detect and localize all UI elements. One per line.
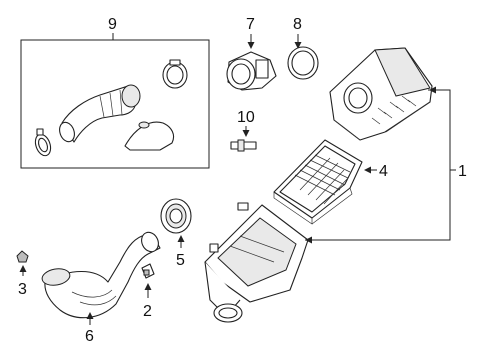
grommet: 3 bbox=[16, 250, 29, 298]
kit-intake-duct bbox=[59, 84, 141, 143]
kit-small-clamp bbox=[34, 128, 52, 157]
callout-1-group: 1 bbox=[305, 86, 467, 244]
callout-10-label: 10 bbox=[237, 109, 255, 126]
callout-3-label: 3 bbox=[18, 281, 27, 298]
callout-2-label: 2 bbox=[143, 303, 152, 320]
callout-7-label: 7 bbox=[246, 16, 255, 33]
callout-9-label: 9 bbox=[108, 16, 117, 33]
temperature-sensor: 10 bbox=[230, 109, 257, 152]
air-filter-element bbox=[273, 139, 363, 225]
callout-6-label: 6 bbox=[85, 328, 94, 345]
retaining-clip: 2 bbox=[141, 263, 155, 320]
hose-clamp: 8 bbox=[287, 16, 319, 80]
callout-1-label: 1 bbox=[458, 163, 467, 180]
callout-9-kit-box bbox=[20, 39, 210, 169]
kit-resonator-cover bbox=[124, 121, 175, 151]
callout-4-group: 4 bbox=[364, 163, 388, 180]
air-cleaner-housing bbox=[204, 202, 309, 323]
kit-clamp-ring bbox=[162, 59, 188, 89]
intake-coupler: 5 bbox=[160, 198, 192, 269]
intake-duct: 6 bbox=[41, 231, 161, 345]
mass-air-flow-sensor: 7 bbox=[226, 16, 277, 91]
callout-8-label: 8 bbox=[293, 16, 302, 33]
callout-5-label: 5 bbox=[176, 252, 185, 269]
callout-4-label: 4 bbox=[379, 163, 388, 180]
air-cleaner-cover bbox=[329, 47, 433, 141]
callout-9-group: 9 bbox=[20, 16, 210, 169]
